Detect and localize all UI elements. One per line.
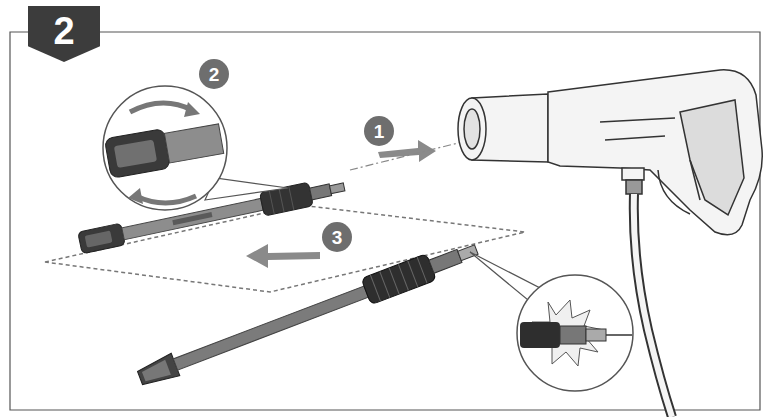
lance-long — [135, 236, 481, 391]
detail-zoom — [470, 252, 633, 391]
callout-number: 2 — [199, 59, 229, 89]
callout-number: 2 — [209, 65, 220, 84]
callout-number: 1 — [364, 116, 394, 146]
direction-arrow — [246, 244, 320, 268]
callout-number: 1 — [374, 122, 385, 141]
spray-gun — [458, 70, 762, 235]
detail-zoom — [103, 86, 288, 210]
callout-number: 3 — [322, 222, 352, 252]
callout-number: 3 — [332, 228, 343, 247]
badge-shape — [28, 6, 100, 62]
step-badge: 2 — [28, 6, 100, 62]
axis-line — [350, 140, 470, 170]
hose — [634, 194, 672, 417]
step-number: 2 — [53, 12, 74, 50]
motion-outline — [45, 205, 525, 292]
